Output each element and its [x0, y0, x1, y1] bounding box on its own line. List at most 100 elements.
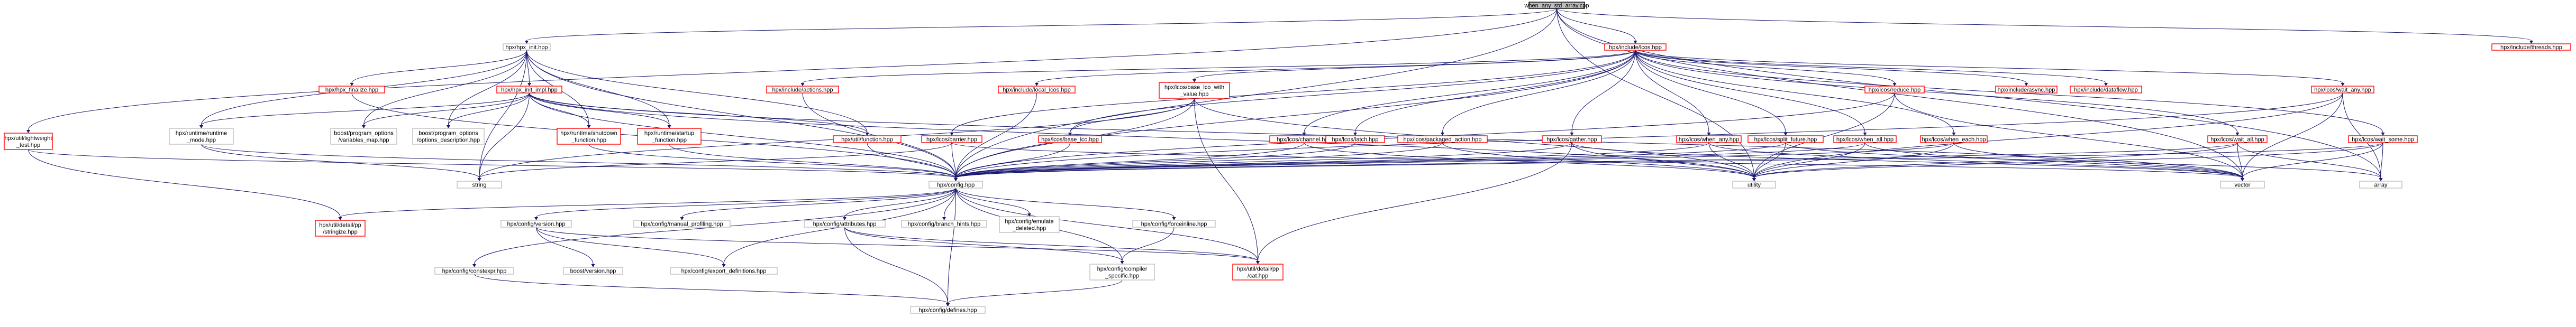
- edge-hpx_init_impl-to-string: [479, 92, 530, 179]
- node-barrier[interactable]: hpx/lcos/barrier.hpp: [921, 135, 982, 143]
- node-options-description[interactable]: boost/program_options/options_descriptio…: [412, 128, 485, 145]
- edge-attributes-to-compiler_specific: [844, 227, 1123, 261]
- node-utility[interactable]: utility: [1732, 181, 1776, 189]
- edge-arrowhead-hpx_lcos-to-dataflow: [2104, 83, 2108, 86]
- node-channel[interactable]: hpx/lcos/channel.hpp: [1269, 135, 1339, 143]
- node-base-lco-with-value[interactable]: hpx/lcos/base_lco_with_value.hpp: [1159, 82, 1230, 99]
- node-base-lco[interactable]: hpx/lcos/base_lco.hpp: [1038, 135, 1102, 143]
- node-label: hpx/util/lightweight: [5, 135, 52, 142]
- node-cat[interactable]: hpx/util/detail/pp/cat.hpp: [1232, 264, 1284, 281]
- node-compiler-specific[interactable]: hpx/config/compiler_specific.hpp: [1089, 264, 1155, 281]
- node-actions[interactable]: hpx/include/actions.hpp: [766, 86, 839, 94]
- node-gather[interactable]: hpx/lcos/gather.hpp: [1542, 135, 1602, 143]
- node-runtime-mode[interactable]: hpx/runtime/runtime_mode.hpp: [169, 128, 234, 145]
- node-label: hpx/util/function.hpp: [841, 137, 893, 143]
- node-label: hpx/include/dataflow.hpp: [2074, 87, 2137, 94]
- node-label: hpx/lcos/base_lco_with: [1164, 85, 1224, 91]
- node-label: hpx/lcos/when_all.hpp: [1836, 137, 1894, 143]
- node-box: [557, 128, 621, 145]
- edge-wait_some-to-vector: [2242, 142, 2383, 179]
- node-label: hpx/include/async.hpp: [1998, 87, 2055, 94]
- node-hpx-lcos[interactable]: hpx/include/lcos.hpp: [1604, 43, 1667, 51]
- node-attributes[interactable]: hpx/config/attributes.hpp: [804, 220, 886, 228]
- edge-when_all-to-config: [955, 142, 1865, 179]
- node-box: [1604, 43, 1667, 51]
- node-label: _deleted.hpp: [1012, 226, 1046, 232]
- edge-hpx_lcos-to-when_all: [1635, 50, 1865, 133]
- node-when-each[interactable]: hpx/lcos/when_each.hpp: [1920, 135, 1988, 143]
- node-local-lcos[interactable]: hpx/include/local_lcos.hpp: [998, 86, 1076, 94]
- node-array[interactable]: array: [2359, 181, 2402, 189]
- node-box: [637, 128, 702, 145]
- edge-hpx_lcos-to-base_lco_with_value: [1194, 50, 1636, 80]
- edge-channel-to-config: [955, 142, 1305, 179]
- node-variables-map[interactable]: boost/program_options/variables_map.hpp: [330, 128, 397, 145]
- node-forceinline[interactable]: hpx/config/forceinline.hpp: [1132, 220, 1216, 228]
- node-branch-hints[interactable]: hpx/config/branch_hints.hpp: [901, 220, 987, 228]
- node-box: [1864, 86, 1925, 94]
- edge-when_each-to-vector: [1953, 142, 2243, 179]
- edge-wait_some-to-config: [955, 142, 2383, 179]
- node-wait-any[interactable]: hpx/lcos/wait_any.hpp: [2311, 86, 2374, 94]
- node-label: hpx/config/branch_hints.hpp: [908, 221, 981, 228]
- edge-arrowhead-root-to-hpx_init: [525, 41, 529, 44]
- node-wait-all[interactable]: hpx/lcos/wait_all.hpp: [2207, 135, 2268, 143]
- edge-arrowhead-barrier-to-string: [477, 178, 481, 181]
- edge-arrowhead-config-to-constexpr: [472, 264, 476, 267]
- edge-attributes-to-cat: [844, 227, 1258, 261]
- node-async[interactable]: hpx/include/async.hpp: [1995, 86, 2058, 94]
- node-reduce[interactable]: hpx/lcos/reduce.hpp: [1864, 86, 1925, 94]
- node-box: [503, 43, 551, 51]
- node-dataflow[interactable]: hpx/include/dataflow.hpp: [2070, 86, 2142, 94]
- node-label: vector: [2235, 182, 2251, 189]
- edge-arrowhead-hpx_lcos-to-actions: [800, 83, 805, 86]
- edge-arrowhead-config-to-attributes: [843, 217, 846, 220]
- node-threads[interactable]: hpx/include/threads.hpp: [2491, 43, 2571, 51]
- node-box: [563, 267, 623, 275]
- node-hpx-init[interactable]: hpx/hpx_init.hpp: [503, 43, 551, 51]
- edge-wait_any-to-vector: [2242, 92, 2343, 179]
- edge-config-to-cat: [955, 188, 1258, 261]
- node-box: [929, 181, 983, 189]
- node-label: hpx/runtime/startup: [644, 130, 694, 137]
- edge-hpx_init_impl-to-variables_map: [363, 92, 530, 126]
- node-split-future[interactable]: hpx/lcos/split_future.hpp: [1747, 135, 1824, 143]
- edge-when_each-to-config: [955, 142, 1954, 179]
- node-constexpr[interactable]: hpx/config/constexpr.hpp: [434, 267, 514, 275]
- node-function[interactable]: hpx/util/function.hpp: [833, 135, 902, 143]
- node-box: [1542, 135, 1602, 143]
- node-when-any[interactable]: hpx/lcos/when_any.hpp: [1676, 135, 1742, 143]
- edge-hpx_lcos-to-when_each: [1635, 50, 1954, 133]
- node-config[interactable]: hpx/config.hpp: [929, 181, 983, 189]
- node-wait-some[interactable]: hpx/lcos/wait_some.hpp: [2348, 135, 2418, 143]
- node-packaged-action[interactable]: hpx/lcos/packaged_action.hpp: [1397, 135, 1488, 143]
- node-vector[interactable]: vector: [2220, 181, 2265, 189]
- node-emulate-deleted[interactable]: hpx/config/emulate_deleted.hpp: [999, 216, 1060, 233]
- node-when-all[interactable]: hpx/lcos/when_all.hpp: [1833, 135, 1897, 143]
- node-startup-function[interactable]: hpx/runtime/startup_function.hpp: [637, 128, 702, 145]
- node-boost-version[interactable]: boost/version.hpp: [563, 267, 623, 275]
- edge-arrowhead-config-to-forceinline: [1172, 217, 1176, 220]
- node-label: hpx/config.hpp: [937, 182, 975, 189]
- node-box: [910, 306, 986, 314]
- edge-arrowhead-root-to-threads: [2529, 41, 2533, 44]
- node-config-version[interactable]: hpx/config/version.hpp: [500, 220, 572, 228]
- edge-when_all-to-utility: [1754, 142, 1865, 179]
- node-root[interactable]: when_any_std_array.cpp: [1524, 2, 1589, 9]
- node-latch[interactable]: hpx/lcos/latch.hpp: [1325, 135, 1385, 143]
- edge-hpx_init-to-variables_map: [363, 50, 527, 126]
- node-lightweight-test[interactable]: hpx/util/lightweight_test.hpp: [4, 133, 53, 150]
- edge-hpx_lcos-to-packaged_action: [1442, 50, 1636, 133]
- node-shutdown-function[interactable]: hpx/runtime/shutdown_function.hpp: [557, 128, 621, 145]
- edge-packaged_action-to-utility: [1442, 142, 1754, 179]
- edge-config-to-stringize: [340, 188, 956, 218]
- node-box: [2348, 135, 2418, 143]
- node-stringize[interactable]: hpx/util/detail/pp/stringize.hpp: [315, 220, 366, 237]
- node-manual-profiling[interactable]: hpx/config/manual_profiling.hpp: [633, 220, 731, 228]
- node-export-definitions[interactable]: hpx/config/export_definitions.hpp: [670, 267, 778, 275]
- node-hpx-init-impl[interactable]: hpx/hpx_init_impl.hpp: [496, 86, 562, 94]
- node-defines[interactable]: hpx/config/defines.hpp: [910, 306, 986, 314]
- node-hpx-finalize[interactable]: hpx/hpx_finalize.hpp: [318, 86, 385, 94]
- node-string[interactable]: string: [457, 181, 502, 189]
